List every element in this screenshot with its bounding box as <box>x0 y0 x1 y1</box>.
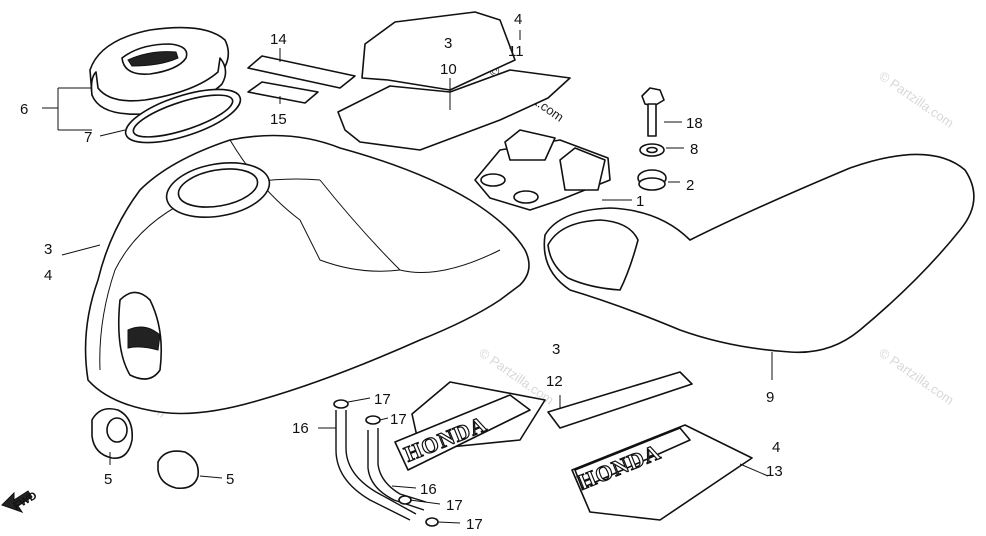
washer <box>639 143 665 157</box>
callout-18: 18 <box>686 115 703 132</box>
callout-4-left: 4 <box>44 267 52 284</box>
callout-17-a: 17 <box>374 391 391 408</box>
callout-17-b: 17 <box>390 411 407 428</box>
callout-5-left: 5 <box>104 471 112 488</box>
callout-9: 9 <box>766 389 774 406</box>
callout-17-c: 17 <box>446 497 463 514</box>
callout-13: 13 <box>766 463 783 480</box>
callout-11: 11 <box>508 43 524 60</box>
stripe-15 <box>247 81 319 104</box>
callout-1: 1 <box>636 193 644 210</box>
forward-arrow-icon <box>1 490 33 513</box>
callout-3-left: 3 <box>44 241 52 258</box>
callouts: 6 7 14 15 3 10 4 11 3 4 5 5 18 8 2 1 9 3… <box>20 11 783 533</box>
forward-label: FWD <box>12 490 40 513</box>
callout-8: 8 <box>690 141 698 158</box>
breather-tubes <box>333 399 439 527</box>
callout-12: 12 <box>546 373 563 390</box>
callout-15: 15 <box>270 111 287 128</box>
callout-4-top: 4 <box>514 11 522 28</box>
callout-5-right: 5 <box>226 471 234 488</box>
callout-17-d: 17 <box>466 516 483 533</box>
emblem-left: HONDA <box>394 381 546 471</box>
callout-16-right: 16 <box>420 481 437 498</box>
callout-4-bottom: 4 <box>772 439 780 456</box>
stripe-14 <box>247 55 356 89</box>
tank-cushion-right <box>157 450 200 490</box>
bolt <box>641 87 665 137</box>
forward-arrow: FWD <box>1 490 40 513</box>
seat <box>543 153 975 354</box>
tank-cushion-left <box>91 407 134 459</box>
callout-16-left: 16 <box>292 420 309 437</box>
watermark-top-right: © Partzilla.com <box>876 68 956 131</box>
leader-lines <box>42 30 773 524</box>
tank-decal-upper <box>337 11 571 151</box>
callout-14: 14 <box>270 31 287 48</box>
watermark-bottom-right: © Partzilla.com <box>876 345 956 408</box>
cap-gasket <box>124 88 242 144</box>
callout-7: 7 <box>84 129 92 146</box>
emblem-right: HONDA <box>547 371 753 521</box>
grommet <box>637 169 667 191</box>
mounting-bracket <box>474 129 611 211</box>
fuel-tank <box>84 134 530 415</box>
callout-3-top: 3 <box>444 35 452 52</box>
callout-6: 6 <box>20 101 28 118</box>
callout-2: 2 <box>686 177 694 194</box>
fuel-cap <box>89 26 230 115</box>
callout-10: 10 <box>440 61 457 78</box>
callout-3-bottom: 3 <box>552 341 560 358</box>
